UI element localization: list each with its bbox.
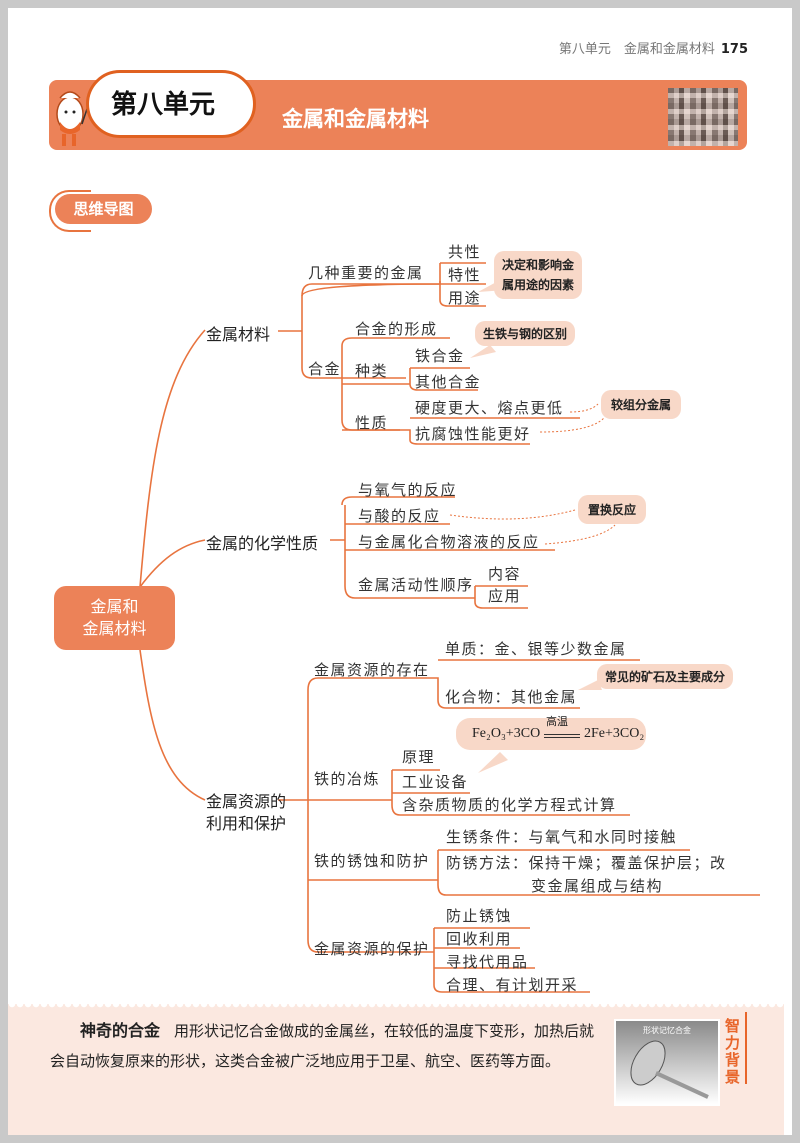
node-important-metals: 几种重要的金属 xyxy=(308,264,424,282)
tag-arc xyxy=(49,190,91,232)
node-rust-methods: 防锈方法：保持干燥；覆盖保护层；改 xyxy=(446,854,727,872)
node-recycle: 回收利用 xyxy=(446,930,513,948)
unit-label: 第八单元 xyxy=(111,90,216,120)
node-activity-series: 金属活动性顺序 xyxy=(358,576,474,594)
node-other-alloy: 其他合金 xyxy=(415,373,482,391)
node-substitutes: 寻找代用品 xyxy=(446,953,529,971)
node-alloy: 合金 xyxy=(308,360,342,378)
node-planned-mining: 合理、有计划开采 xyxy=(446,976,579,994)
node-impurity-calc: 含杂质物质的化学方程式计算 xyxy=(402,796,617,814)
equation-reactants: Fe₂O₃+3CO xyxy=(472,726,541,741)
footer-title: 神奇的合金 xyxy=(80,1021,161,1040)
node-resource-protection: 金属资源的保护 xyxy=(314,940,430,958)
equation-equals-sign xyxy=(544,734,580,738)
running-title: 第八单元 金属和金属材料 xyxy=(558,42,715,57)
equation-products: 2Fe+3CO₂ xyxy=(584,726,645,741)
node-iron-alloy: 铁合金 xyxy=(415,347,465,365)
qr-code-icon[interactable] xyxy=(668,88,738,146)
node-element-form: 单质：金、银等少数金属 xyxy=(445,640,627,658)
branch-resources-line-2: 利用和保护 xyxy=(206,814,287,833)
note-line-2: 属用途的因素 xyxy=(502,278,575,292)
branch-chemical-props: 金属的化学性质 xyxy=(206,534,319,553)
node-compound-form: 化合物：其他金属 xyxy=(445,688,578,706)
side-label: 智力背景 xyxy=(725,1017,741,1086)
image-caption: 形状记忆合金 xyxy=(643,1026,691,1035)
node-equipment: 工业设备 xyxy=(402,773,469,791)
branch-resources: 金属资源的利用和保护 xyxy=(206,791,286,835)
node-alloy-kinds: 种类 xyxy=(355,362,389,380)
node-uses: 用途 xyxy=(448,289,482,307)
node-iron-smelting: 铁的冶炼 xyxy=(314,770,381,788)
footer-wavy-edge xyxy=(8,1004,784,1012)
section-tag: 思维导图 xyxy=(55,194,152,224)
root-line-1: 金属和 xyxy=(90,597,139,616)
node-rust-conditions: 生锈条件：与氧气和水同时接触 xyxy=(446,828,678,846)
mindmap-root: 金属和金属材料 xyxy=(54,586,175,650)
root-line-2: 金属材料 xyxy=(82,619,147,638)
node-resource-existence: 金属资源的存在 xyxy=(314,661,430,679)
note-smelting-equation: Fe₂O₃+3CO 高温 2Fe+3CO₂ xyxy=(456,715,646,750)
node-rust-protection: 铁的锈蚀和防护 xyxy=(314,852,430,870)
side-label-line xyxy=(745,1012,747,1084)
node-special: 特性 xyxy=(448,266,482,284)
equation-condition: 高温 xyxy=(546,715,568,728)
page-number: 175 xyxy=(720,42,748,57)
running-header: 第八单元 金属和金属材料 175 xyxy=(559,38,748,57)
node-activity-use: 应用 xyxy=(488,587,522,605)
shape-memory-alloy-image: 形状记忆合金 xyxy=(614,1019,720,1106)
note-uses-factors: 决定和影响金属用途的因素 xyxy=(494,251,583,299)
node-prevent-rust: 防止锈蚀 xyxy=(446,907,513,925)
node-rust-methods-cont: 变金属组成与结构 xyxy=(531,877,664,895)
note-pig-iron-steel: 生铁与钢的区别 xyxy=(475,321,576,346)
node-hardness: 硬度更大、熔点更低 xyxy=(415,399,564,417)
branch-metal-materials: 金属材料 xyxy=(206,325,271,344)
unit-title: 金属和金属材料 xyxy=(282,107,429,131)
branch-resources-line-1: 金属资源的 xyxy=(206,792,287,811)
note-vs-components: 较组分金属 xyxy=(601,390,682,419)
mascot-icon xyxy=(56,91,93,146)
unit-pill: 第八单元 xyxy=(86,70,256,138)
node-alloy-props: 性质 xyxy=(355,414,389,432)
note-line-1: 决定和影响金 xyxy=(502,258,575,272)
node-activity-content: 内容 xyxy=(488,565,522,583)
strainer-icon xyxy=(630,1040,709,1099)
footer-text: 神奇的合金用形状记忆合金做成的金属丝，在较低的温度下变形，加热后就会自动恢复原来… xyxy=(50,1016,605,1076)
node-common: 共性 xyxy=(448,243,482,261)
note-displacement: 置换反应 xyxy=(578,495,647,524)
footer-body: 用形状记忆合金做成的金属丝，在较低的温度下变形，加热后就会自动恢复原来的形状，这… xyxy=(50,1022,595,1070)
node-alloy-formation: 合金的形成 xyxy=(355,320,438,338)
node-oxygen-reaction: 与氧气的反应 xyxy=(358,481,458,499)
node-salt-reaction: 与金属化合物溶液的反应 xyxy=(358,533,540,551)
node-corrosion: 抗腐蚀性能更好 xyxy=(415,425,531,443)
note-ores: 常见的矿石及主要成分 xyxy=(597,664,734,689)
node-acid-reaction: 与酸的反应 xyxy=(358,507,441,525)
node-principle: 原理 xyxy=(402,748,436,766)
